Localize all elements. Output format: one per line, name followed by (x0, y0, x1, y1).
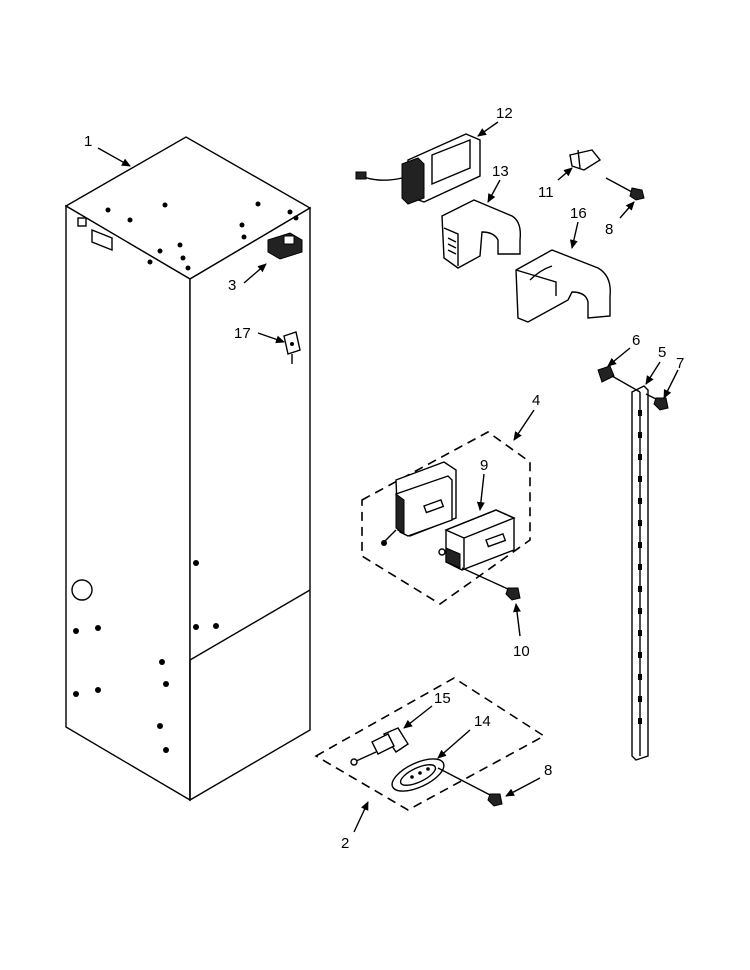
cover-13-part (441, 199, 522, 269)
callout-15: 15 (434, 690, 451, 707)
callout-5: 5 (658, 344, 666, 361)
rail-5-part (631, 385, 649, 761)
callout-4: 4 (532, 392, 540, 409)
electronic-module-part (355, 133, 481, 205)
callout-10: 10 (513, 643, 530, 660)
callout-11: 11 (538, 184, 554, 201)
screw-8-top-part (605, 177, 645, 201)
callout-7: 7 (676, 355, 684, 372)
cabinet-part (64, 136, 312, 802)
callout-3: 3 (228, 277, 236, 294)
assembly-2-group (314, 677, 546, 811)
screw-8-bottom-part (487, 793, 503, 807)
callout-17: 17 (234, 325, 251, 342)
cover-16-part (515, 249, 611, 323)
assembly-4-group (361, 431, 531, 605)
callout-14: 14 (474, 713, 491, 730)
callout-8-bottom: 8 (544, 762, 552, 779)
bracket-11-part (569, 149, 602, 171)
callout-16: 16 (570, 205, 587, 222)
callout-13: 13 (492, 163, 509, 180)
leader-lines (97, 121, 679, 833)
callout-9: 9 (480, 457, 488, 474)
callout-1: 1 (84, 133, 92, 150)
callout-12: 12 (496, 105, 513, 122)
callout-8-top: 8 (605, 221, 613, 238)
clip-6-part (597, 365, 641, 393)
callout-2: 2 (341, 835, 349, 852)
callout-6: 6 (632, 332, 640, 349)
